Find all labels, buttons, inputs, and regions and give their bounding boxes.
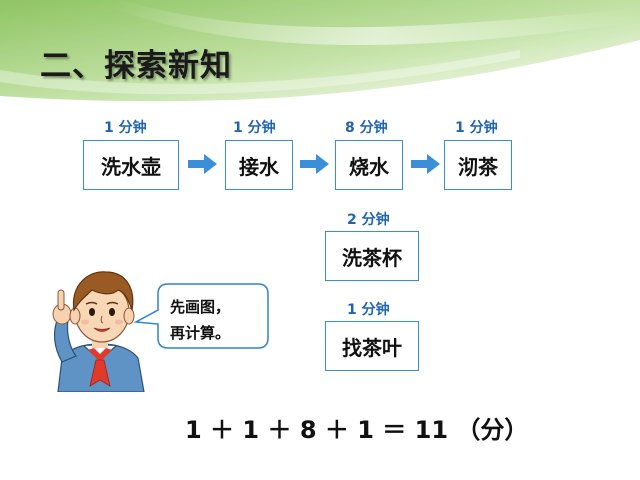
speech-line-2: 再计算。 xyxy=(170,324,231,342)
step-time-fetch-water: 1 分钟 xyxy=(233,120,276,136)
speech-line-1: 先画图， xyxy=(170,298,231,316)
step-box-boil-water: 烧水 xyxy=(335,140,403,190)
step-time-wash-kettle: 1 分钟 xyxy=(104,120,147,136)
speech-text: 先画图， 再计算。 xyxy=(170,294,230,346)
total-time-equation: 1 ＋ 1 ＋ 8 ＋ 1 ＝ 11 （分） xyxy=(185,416,529,444)
step-time-make-tea: 1 分钟 xyxy=(455,120,498,136)
arrow-right-icon xyxy=(411,154,440,174)
task-box-wash-cups: 洗茶杯 xyxy=(325,231,419,281)
boy-illustration xyxy=(52,271,145,392)
step-box-fetch-water: 接水 xyxy=(225,140,293,190)
slide-title: 二、探索新知 xyxy=(40,48,232,84)
step-time-boil-water: 8 分钟 xyxy=(345,120,388,136)
speech-bubble xyxy=(133,283,269,349)
arrow-right-icon xyxy=(188,154,217,174)
header-banner xyxy=(0,0,640,120)
step-box-wash-kettle: 洗水壶 xyxy=(83,140,179,190)
task-box-find-tea-leaves: 找茶叶 xyxy=(325,321,419,371)
task-time-wash-cups: 2 分钟 xyxy=(347,212,390,228)
task-time-find-tea-leaves: 1 分钟 xyxy=(347,302,390,318)
arrow-right-icon xyxy=(300,154,329,174)
step-box-make-tea: 沏茶 xyxy=(444,140,512,190)
